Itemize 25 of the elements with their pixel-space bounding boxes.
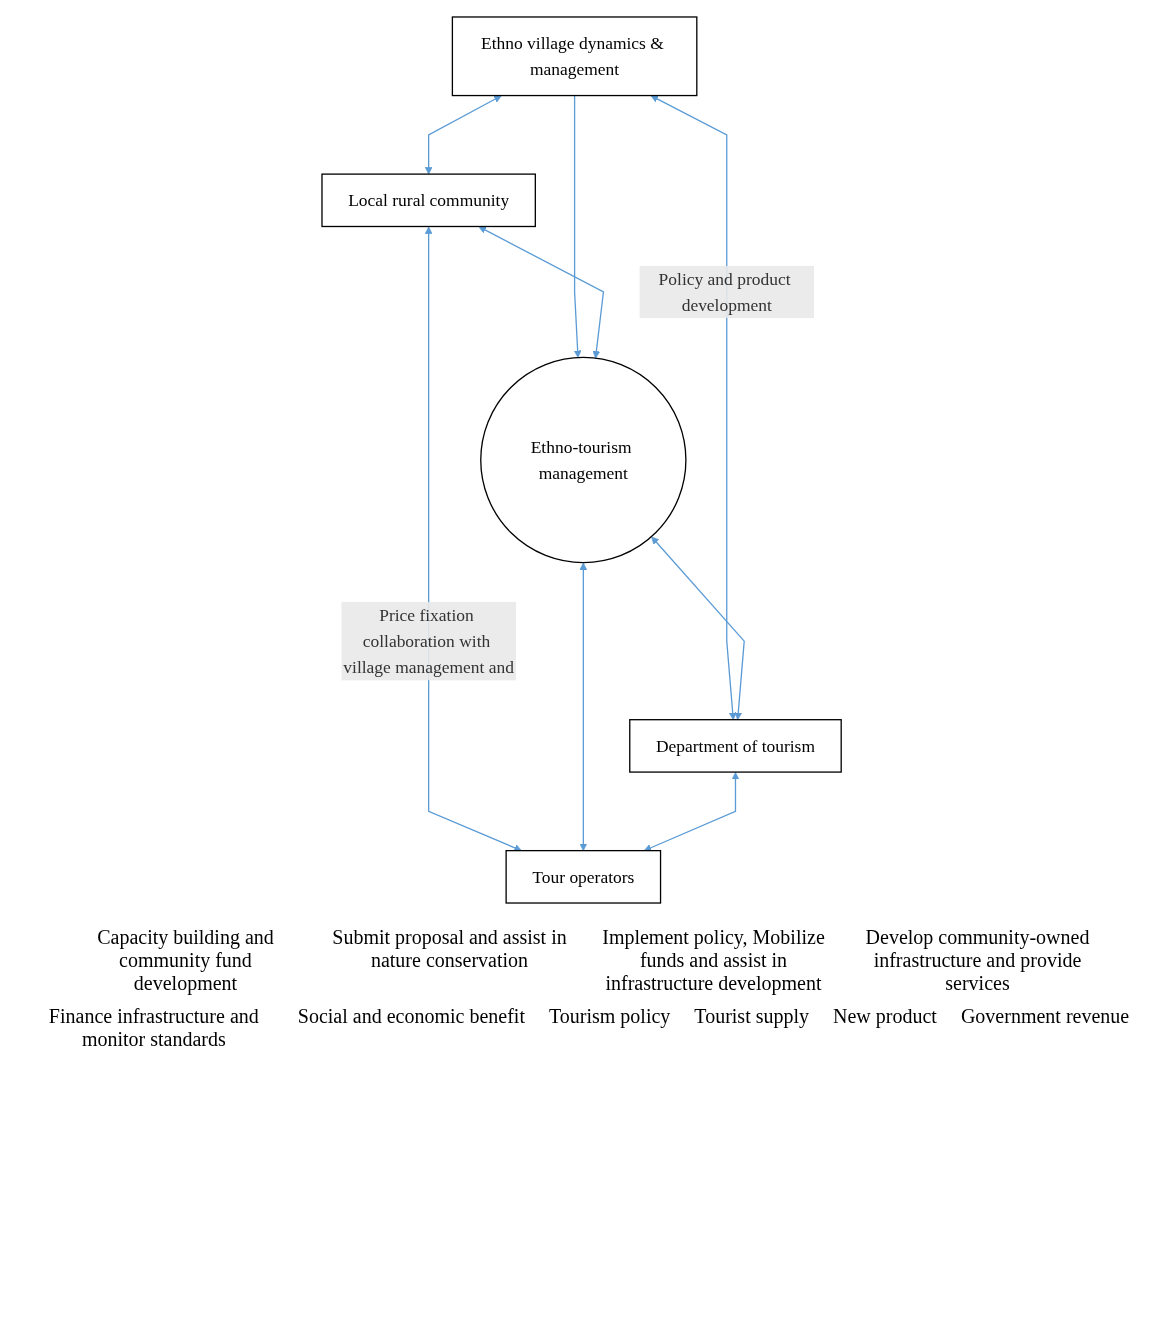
note-text: Capacity building and community fund development [96, 926, 275, 995]
node-box: Ethno village dynamics & management [451, 16, 698, 97]
note-text: Finance infrastructure and monitor standards [47, 1005, 260, 1051]
note-text: Tourism policy [548, 1005, 671, 1030]
note-text: New product [833, 1005, 937, 1030]
node-circle: Ethno-tourism management [480, 356, 687, 564]
arrow [643, 772, 740, 852]
edge-label: Price fixation collaboration with village management and [343, 605, 514, 677]
node-box: Tour operators [505, 850, 662, 904]
arrow [651, 536, 745, 721]
arrow [573, 94, 582, 358]
note-text: Government revenue [960, 1005, 1130, 1029]
note-text: Submit proposal and assist in nature conservation [331, 926, 568, 973]
arrow [478, 226, 605, 359]
note-text: Tourist supply [694, 1005, 810, 1030]
arrow [424, 95, 502, 175]
note-text: Develop community-owned infrastructure and provide services [864, 926, 1091, 995]
node-box: Local rural community [321, 173, 536, 228]
note-text: Social and economic benefit [297, 1005, 525, 1029]
note-text: Implement policy, Mobilize funds and assist in infrastructure development [601, 926, 826, 995]
edge-label: Policy and product development [658, 269, 791, 315]
arrow [650, 95, 737, 721]
arrow [424, 226, 522, 852]
node-box: Department of tourism [629, 719, 842, 773]
arrow [579, 562, 588, 851]
